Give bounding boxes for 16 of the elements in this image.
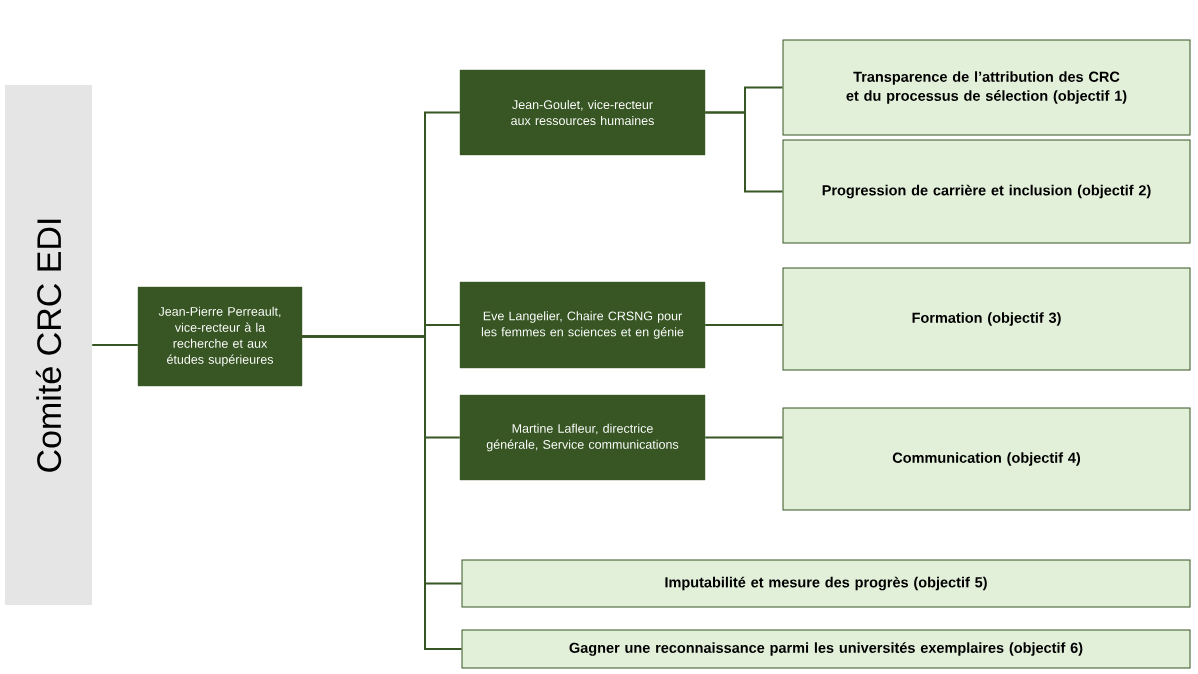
connector-line — [704, 324, 784, 326]
person-box: Martine Lafleur, directrice générale, Service communications — [459, 394, 706, 481]
objective-box: Communication (objectif 4) — [782, 407, 1191, 511]
connector-line — [704, 111, 784, 193]
objective-box: Gagner une reconnaissance parmi les universités exemplaires (objectif 6) — [461, 629, 1191, 669]
connector-line — [704, 436, 784, 439]
committee-band: Comité CRC EDI — [5, 85, 92, 605]
objective-box: Progression de carrière et inclusion (objectif 2) — [782, 139, 1191, 244]
objective-box: Imputabilité et mesure des progrès (objectif 5) — [461, 559, 1191, 608]
objective-box: Formation (objectif 3) — [782, 267, 1191, 371]
person-box: Jean-Pierre Perreault, vice-recteur à la recherche et aux études supérieures — [137, 286, 303, 387]
connector-line — [301, 335, 463, 650]
connector-line — [91, 344, 139, 346]
person-box: Jean-Goulet, vice-recteur aux ressources humaines — [459, 69, 706, 156]
person-box: Eve Langelier, Chaire CRSNG pour les femmes en sciences et en génie — [459, 281, 706, 369]
objective-box: Transparence de l’attribution des CRC et du processus de sélection (objectif 1) — [782, 39, 1191, 136]
